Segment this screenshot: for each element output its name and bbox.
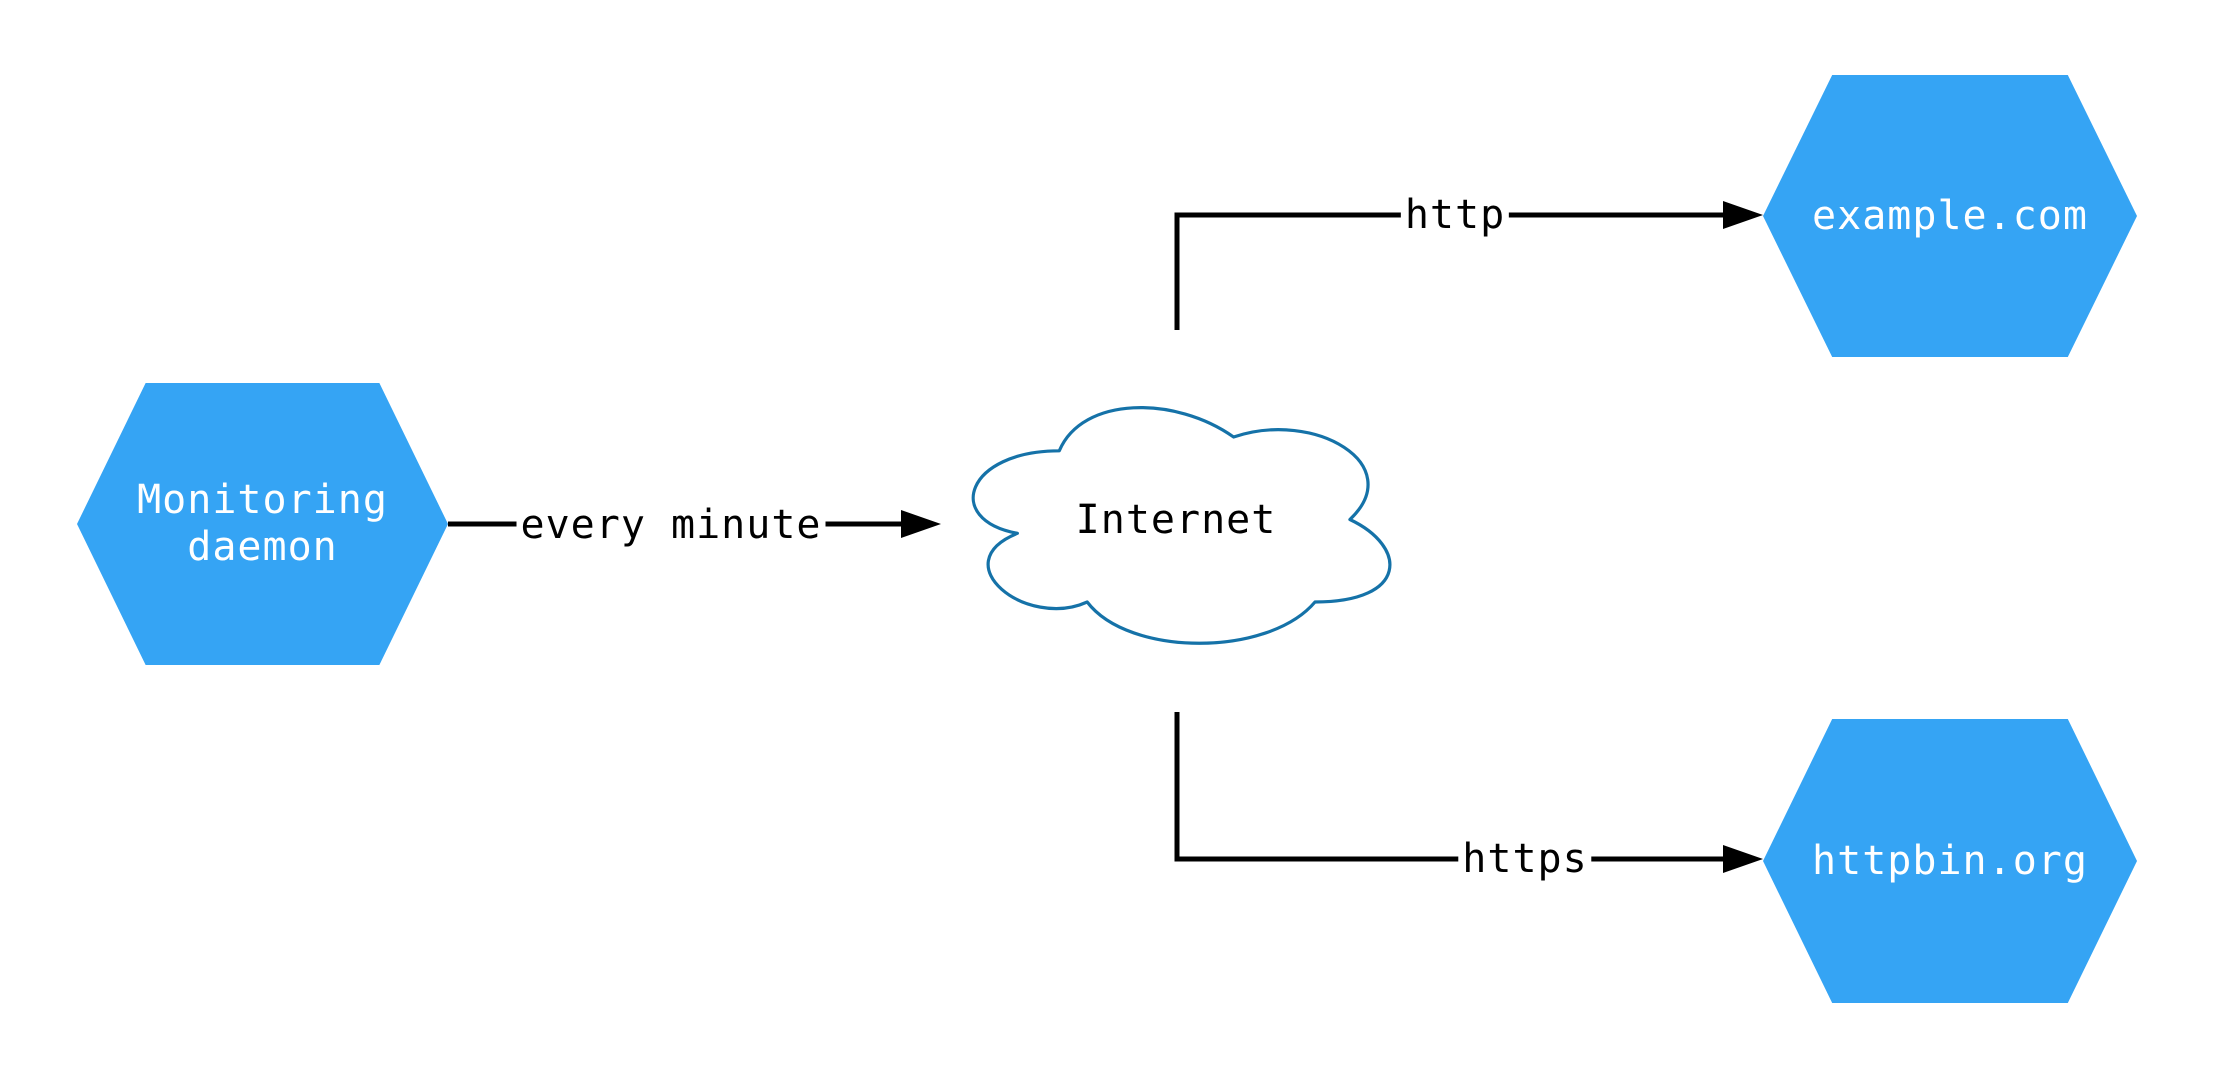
- edge-https-line: [1174, 712, 1726, 862]
- edge-http-arrowhead-icon: [1723, 201, 1763, 229]
- node-monitoring-daemon-label-line2: daemon: [187, 524, 338, 570]
- edge-label-https: https: [1458, 836, 1592, 882]
- edge-https-arrowhead-icon: [1723, 845, 1763, 873]
- node-example-com: example.com: [1763, 75, 2137, 357]
- node-monitoring-daemon-label-line1: Monitoring: [137, 477, 388, 523]
- node-monitoring-daemon: Monitoring daemon: [77, 383, 448, 665]
- edge-every-minute-arrowhead-icon: [901, 510, 941, 538]
- internet-cloud-shape: [971, 406, 1392, 645]
- edge-label-every-minute: every minute: [516, 502, 826, 548]
- edge-label-http: http: [1400, 192, 1510, 238]
- node-httpbin-org-label: httpbin.org: [1812, 837, 2088, 884]
- node-example-com-label: example.com: [1812, 192, 2088, 239]
- node-httpbin-org: httpbin.org: [1763, 719, 2137, 1003]
- node-internet-label: Internet: [1075, 497, 1277, 543]
- edge-http-line: [1174, 212, 1726, 330]
